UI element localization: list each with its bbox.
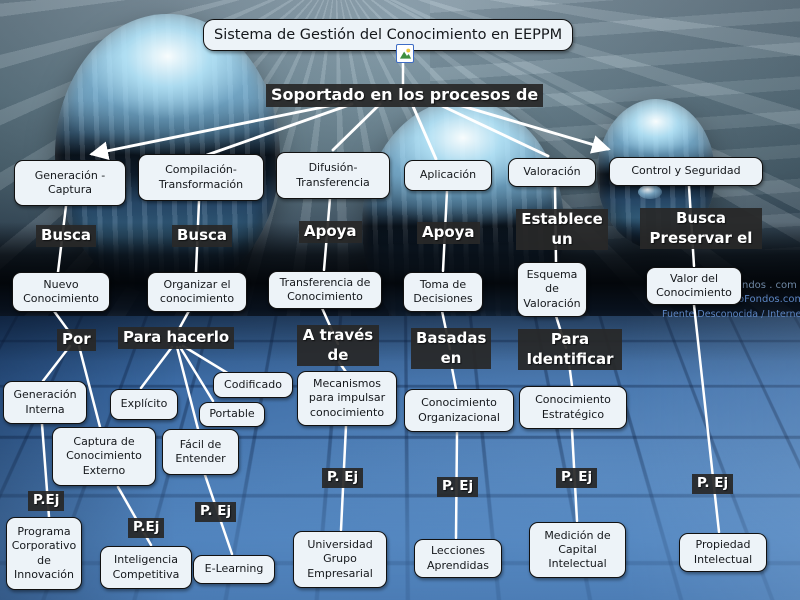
concept-medicion-capital-intelectual[interactable]: Medición de Capital Intelectual: [529, 522, 626, 578]
concept-toma-decisiones[interactable]: Toma de Decisiones: [403, 272, 483, 312]
linking-label-busca-1[interactable]: Busca: [36, 225, 97, 247]
concept-mecanismos-impulsar[interactable]: Mecanismos para impulsar conocimiento: [297, 371, 397, 426]
concept-aplicacion[interactable]: Aplicación: [404, 160, 492, 191]
linking-label-apoya-2[interactable]: Apoya: [417, 222, 480, 244]
concept-transferencia-conocimiento[interactable]: Transferencia de Conocimiento: [268, 271, 382, 309]
linking-label-para-identificar[interactable]: Para Identificar: [518, 329, 622, 370]
title-node[interactable]: Sistema de Gestión del Conocimiento en E…: [203, 19, 574, 51]
concept-esquema-valoracion[interactable]: Esquema de Valoración: [517, 262, 587, 317]
concept-universidad-grupo-empresarial[interactable]: Universidad Grupo Empresarial: [293, 531, 387, 588]
linking-label-por[interactable]: Por: [57, 329, 96, 351]
concept-difusion-transferencia[interactable]: Difusión-Transferencia: [276, 152, 390, 199]
linking-label-apoya-1[interactable]: Apoya: [299, 221, 362, 243]
concept-propiedad-intelectual[interactable]: Propiedad Intelectual: [679, 533, 767, 572]
linking-label-establece-un[interactable]: Establece un: [516, 209, 608, 250]
concept-lecciones-aprendidas[interactable]: Lecciones Aprendidas: [414, 539, 502, 578]
example-label-pej-5[interactable]: P. Ej: [437, 477, 479, 497]
concept-control-seguridad[interactable]: Control y Seguridad: [609, 157, 763, 186]
linking-label-busca-preservar[interactable]: Busca Preservar el: [640, 208, 762, 249]
concept-organizar-conocimiento[interactable]: Organizar el conocimiento: [147, 272, 247, 312]
root-linking-label[interactable]: Soportado en los procesos de: [266, 84, 544, 107]
example-label-pej-2[interactable]: P.Ej: [128, 518, 165, 538]
linking-label-a-traves-de[interactable]: A través de: [297, 325, 379, 366]
example-label-pej-7[interactable]: P. Ej: [692, 474, 734, 494]
image-attachment-icon[interactable]: [396, 44, 414, 63]
concept-explicito[interactable]: Explícito: [110, 389, 178, 420]
concept-nuevo-conocimiento[interactable]: Nuevo Conocimiento: [12, 272, 110, 312]
concept-valoracion[interactable]: Valoración: [508, 158, 596, 187]
concept-facil-entender[interactable]: Fácil de Entender: [162, 429, 239, 475]
concept-compilacion-transformacion[interactable]: Compilación-Transformación: [138, 154, 264, 201]
concept-generacion-interna[interactable]: Generación Interna: [3, 381, 87, 424]
concept-portable[interactable]: Portable: [199, 402, 265, 427]
concept-codificado[interactable]: Codificado: [213, 372, 293, 398]
concept-valor-conocimiento[interactable]: Valor del Conocimiento: [646, 267, 742, 305]
concept-programa-corporativo-innovacion[interactable]: Programa Corporativo de Innovación: [6, 517, 82, 590]
linking-label-para-hacerlo[interactable]: Para hacerlo: [118, 327, 235, 349]
linking-label-busca-2[interactable]: Busca: [172, 225, 233, 247]
example-label-pej-6[interactable]: P. Ej: [556, 468, 598, 488]
watermark-line-1: ndos . com: [742, 280, 797, 291]
watermark-line-2: oFondos.com: [738, 294, 800, 305]
concept-inteligencia-competitiva[interactable]: Inteligencia Competitiva: [100, 546, 192, 589]
linking-label-basadas-en[interactable]: Basadas en: [411, 328, 491, 369]
example-label-pej-1[interactable]: P.Ej: [28, 491, 65, 511]
watermark-line-3: Fuente Desconocida / Internet: [662, 309, 800, 320]
concept-conocimiento-estrategico[interactable]: Conocimiento Estratégico: [519, 386, 627, 429]
water-bubble: [638, 185, 662, 199]
concept-elearning[interactable]: E-Learning: [193, 555, 275, 584]
concept-generacion-captura[interactable]: Generación - Captura: [14, 160, 126, 206]
concept-captura-conocimiento-externo[interactable]: Captura de Conocimiento Externo: [52, 427, 156, 486]
concept-conocimiento-organizacional[interactable]: Conocimiento Organizacional: [404, 389, 514, 432]
example-label-pej-4[interactable]: P. Ej: [322, 468, 364, 488]
example-label-pej-3[interactable]: P. Ej: [195, 502, 237, 522]
